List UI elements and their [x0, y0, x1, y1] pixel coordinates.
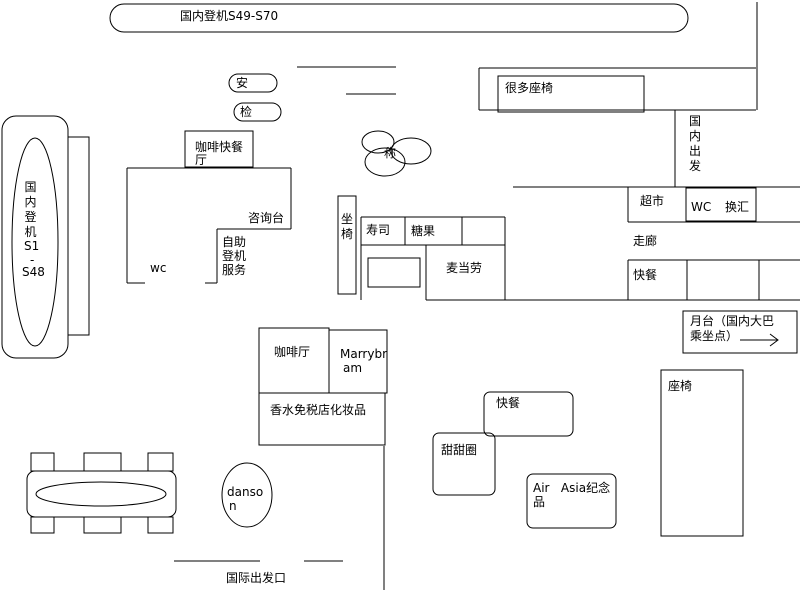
chair-bottom-1 [30, 516, 55, 534]
table-inner [35, 481, 167, 507]
corridor-label: 走廊 [633, 234, 658, 248]
airasia-line1: Air Asia纪念 [533, 481, 611, 495]
left-gate-line1: 国内登机 [24, 180, 37, 239]
intl-exit-label: 国际出发口 [226, 571, 287, 585]
left-gate-line3: - [30, 253, 35, 267]
fastfood-center-box [483, 391, 574, 437]
exchange-label: 换汇 [725, 200, 750, 214]
fastfood-right-label: 快餐 [633, 268, 658, 282]
platform-line1: 月台（国内大巴 [690, 314, 775, 328]
left-gate-side [67, 136, 90, 336]
seats-right-box [660, 369, 744, 537]
domestic-departure-label: 国内出发 [688, 114, 701, 173]
seats-right-label: 座椅 [668, 379, 693, 393]
security-label-an: 安 [236, 76, 249, 90]
info-desk-label: 咨询台 [248, 211, 285, 225]
security-label-jian: 检 [240, 105, 253, 119]
airasia-line2: 品 [533, 495, 546, 509]
self-checkin-line2: 登机 [222, 249, 247, 263]
top-gate-label: 国内登机S49-S70 [180, 9, 279, 23]
chair-top-3 [147, 452, 174, 472]
chair-bottom-2 [83, 516, 122, 534]
donut-label: 甜甜圈 [441, 443, 478, 457]
wc-left-label: wc [150, 261, 167, 275]
table-outer [26, 470, 177, 518]
chair-bottom-3 [147, 516, 174, 534]
security-pill-an [228, 73, 278, 93]
danson-line2: n [229, 499, 237, 513]
inner-box [367, 257, 421, 288]
coffee-fastfood-box [184, 130, 254, 168]
platform-box [682, 310, 798, 354]
many-seats-label: 很多座椅 [505, 81, 554, 95]
scale-petal-bottom [364, 147, 406, 177]
candy-label: 糖果 [411, 224, 436, 238]
left-gate-line2: S1 [24, 239, 40, 253]
airasia-box [526, 473, 617, 529]
scale-label: 称 [384, 146, 397, 160]
scale-petal-right [390, 137, 432, 165]
top-gate-pill [109, 3, 689, 33]
seat-column [337, 195, 357, 295]
chair-top-2 [83, 452, 122, 472]
danson-line1: danso [227, 485, 264, 499]
wc-right-label: WC [691, 200, 712, 214]
marrybrown-line2: am [343, 361, 363, 375]
supermarket-label: 超市 [640, 194, 665, 208]
cafe-box [258, 327, 330, 394]
duty-free-box [258, 392, 386, 446]
mcdonalds-label: 麦当劳 [446, 261, 483, 275]
chair-top-1 [30, 452, 55, 472]
cafe-label: 咖啡厅 [274, 345, 311, 359]
fastfood-center-label: 快餐 [496, 396, 521, 410]
wc-box [685, 187, 757, 222]
seat-column-label: 坐椅 [340, 212, 353, 241]
sushi-label: 寿司 [366, 223, 391, 237]
left-gate-line4: S48 [22, 265, 45, 279]
donut-box [432, 432, 496, 496]
self-checkin-line3: 服务 [222, 263, 247, 277]
coffee-fastfood-label: 咖啡快餐厅 [195, 140, 244, 167]
platform-line2: 乘坐点） [690, 329, 739, 343]
left-gate-inner [11, 137, 59, 347]
scale-petal-left [361, 130, 395, 154]
marrybrown-line1: Marrybr [340, 347, 388, 361]
self-checkin-line1: 自助 [222, 235, 247, 249]
duty-free-label: 香水免税店化妆品 [270, 403, 367, 417]
security-pill-jian [233, 102, 282, 122]
many-seats-box [497, 75, 645, 113]
danson-ellipse [221, 462, 273, 528]
